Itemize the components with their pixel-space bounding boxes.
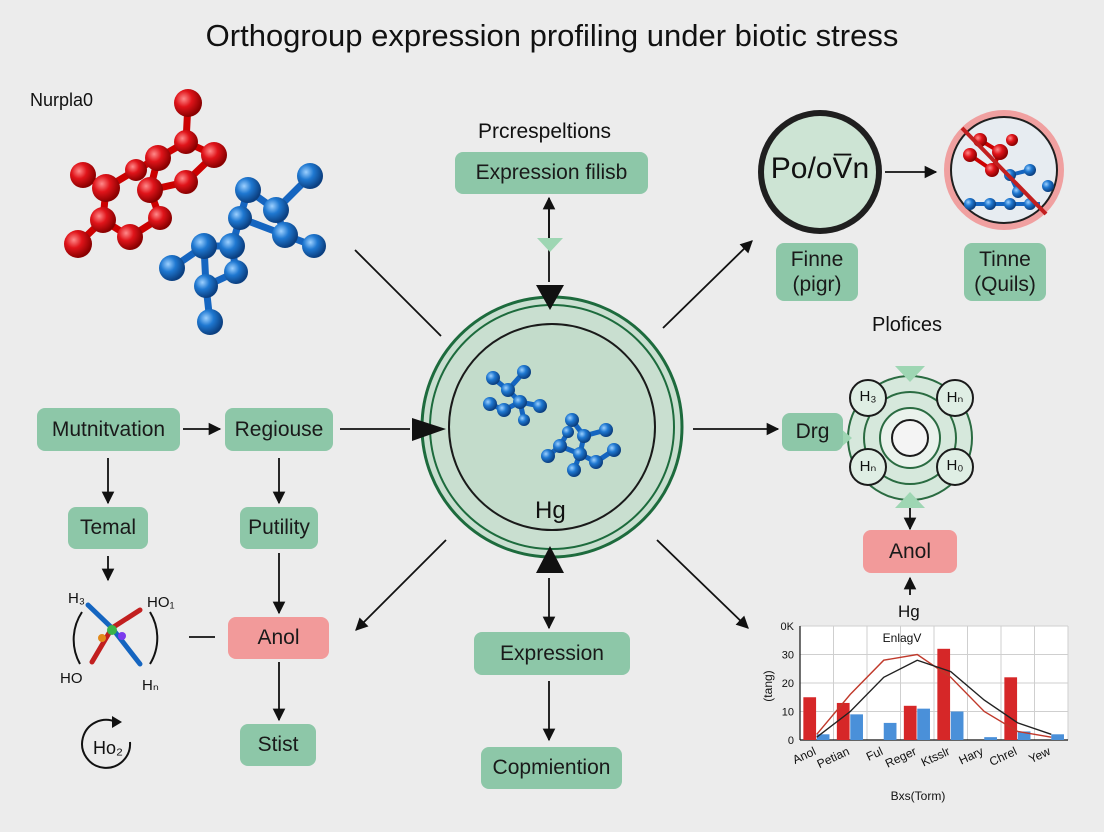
molecule-label-hn: Hₙ xyxy=(142,677,159,694)
temal-box: Temal xyxy=(68,507,148,549)
finne-line2: (pigr) xyxy=(792,273,842,296)
chart-title: EnlagV xyxy=(883,631,922,645)
chart-bar xyxy=(850,714,863,740)
chart-x-tick-label: Reger xyxy=(883,744,919,771)
tinne-box: Tinne (Quils) xyxy=(964,243,1046,301)
chart-bar xyxy=(836,702,850,740)
chart-bar xyxy=(950,711,964,740)
small-green-triangle xyxy=(537,238,563,252)
ring-label: H₃ xyxy=(859,388,877,405)
center-molecule xyxy=(483,365,621,477)
chart-x-tick-label: Chrel xyxy=(987,744,1019,769)
chart-bar xyxy=(937,648,951,740)
ring-diagram xyxy=(840,366,974,508)
chart-x-axis-label: Bxs(Torm) xyxy=(891,789,946,803)
chart-bar xyxy=(1017,731,1031,740)
ring-label: Hₙ xyxy=(946,389,964,406)
chart-bar xyxy=(917,708,930,740)
chart-x-tick-label: Anol xyxy=(790,744,818,767)
circle-po xyxy=(758,110,882,234)
stist-box: Stist xyxy=(240,724,316,766)
anol-box-right: Anol xyxy=(863,530,957,573)
page-title: Orthogroup expression profiling under bi… xyxy=(205,18,899,53)
chart-bar xyxy=(803,697,817,740)
chart-bar xyxy=(883,722,897,740)
chart-bar xyxy=(816,734,830,740)
tinne-line2: (Quils) xyxy=(974,273,1036,296)
bottom-left-molecule xyxy=(72,602,159,667)
putility-box: Putility xyxy=(240,507,318,549)
finne-box: Finne (pigr) xyxy=(776,243,858,301)
molecule-blue xyxy=(159,163,326,335)
chart-y-tick-label: 0K xyxy=(781,621,795,633)
finne-line1: Finne xyxy=(790,247,844,271)
ho2-cycle-icon xyxy=(81,716,132,769)
mutnitvation-box: Mutnitvation xyxy=(37,408,180,451)
molecule-label-ho: HO xyxy=(60,670,83,687)
chart-bar xyxy=(1051,734,1064,740)
tinne-line1: Tinne xyxy=(979,247,1031,271)
anol-box-left: Anol xyxy=(228,617,329,659)
ring-label: Hₙ xyxy=(859,458,877,475)
ring-label: H₀ xyxy=(946,457,964,474)
chart-top-label: Hg xyxy=(898,602,920,621)
chart-bar xyxy=(1004,677,1018,740)
chart-y-tick-label: 10 xyxy=(782,707,794,719)
chart-y-tick-label: 0 xyxy=(788,735,794,747)
copmiention-box: Copmiention xyxy=(481,747,622,789)
chart-x-tick-label: Ktsslr xyxy=(919,744,952,769)
chart-x-tick-label: Petian xyxy=(815,744,852,771)
chart-x-tick-label: Hary xyxy=(957,744,986,767)
circle-text: Po/oV̅n xyxy=(770,152,870,185)
right-heading: Plofices xyxy=(872,314,943,336)
molecule-label: Nurpla0 xyxy=(30,90,94,110)
circle-molecule-mix xyxy=(944,110,1064,230)
chart-y-tick-label: 20 xyxy=(782,678,794,690)
chart-y-axis-label: (tang) xyxy=(761,670,775,701)
molecule-label-ho1: HO₁ xyxy=(147,594,175,611)
chart-y-tick-label: 30 xyxy=(782,650,794,662)
chart-bar xyxy=(903,705,917,740)
regiouse-box: Regiouse xyxy=(225,408,333,451)
chart-x-tick-label: Ful xyxy=(864,744,885,764)
top-heading: Prcrespeltions xyxy=(478,120,612,143)
expression-box: Expression xyxy=(474,632,630,675)
chart-x-tick-label: Yew xyxy=(1026,744,1052,766)
central-circle xyxy=(420,295,684,559)
molecule-label-h3: H₃ xyxy=(68,590,85,607)
large-triangles xyxy=(412,285,564,573)
expression-filisb-box: Expression filisb xyxy=(455,152,648,194)
ho2-label: Ho₂ xyxy=(93,738,123,758)
drg-box: Drg xyxy=(782,413,843,451)
center-label: Hg xyxy=(535,497,566,524)
molecule-red xyxy=(64,89,227,258)
chart-bar xyxy=(984,737,997,740)
chart-curve xyxy=(816,659,1052,738)
